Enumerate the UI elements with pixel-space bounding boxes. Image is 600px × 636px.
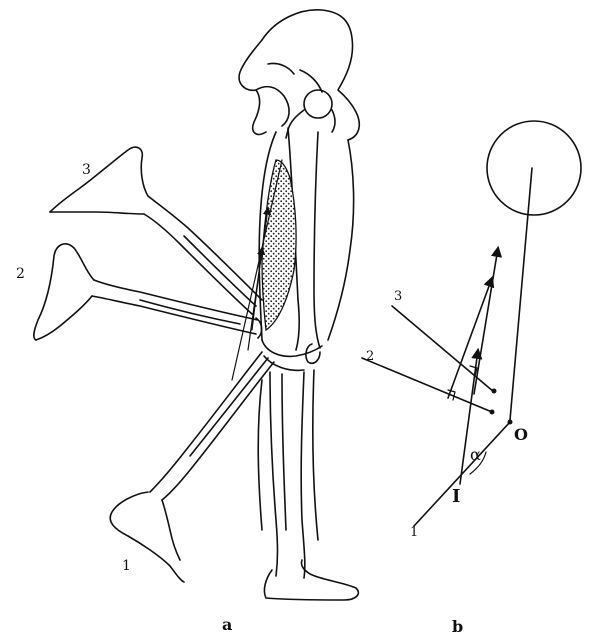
line-3: [392, 306, 494, 392]
pelvis: [239, 10, 359, 140]
standing-foot: [264, 560, 358, 600]
thigh-axis-line: [510, 168, 532, 420]
lower-leg-position-2: [34, 244, 262, 340]
caption-b: b: [452, 617, 463, 636]
point-O: [508, 420, 513, 425]
lower-leg-position-1: [110, 352, 274, 582]
hip-joint-circle: [487, 121, 581, 215]
force-vector-mid: [448, 278, 492, 398]
caption-a: a: [222, 615, 232, 634]
panel-b-drawing: 1 2 3 O I α b: [362, 121, 581, 636]
point-3: [492, 389, 497, 394]
panel-a-drawing: 1 2 3 a: [16, 10, 359, 634]
quadriceps-muscle: [262, 160, 296, 330]
label-I: I: [452, 486, 460, 507]
leg-label-2: 2: [16, 266, 25, 282]
point-2: [490, 410, 495, 415]
line-label-3: 3: [394, 289, 402, 304]
label-alpha: α: [470, 445, 481, 464]
leg-label-3: 3: [82, 162, 91, 178]
label-O: O: [514, 425, 528, 444]
line-label-1: 1: [410, 525, 418, 540]
standing-lower-leg: [258, 370, 318, 578]
force-vector-long: [474, 248, 498, 394]
line-label-2: 2: [366, 349, 374, 364]
leg-label-1: 1: [122, 558, 131, 574]
